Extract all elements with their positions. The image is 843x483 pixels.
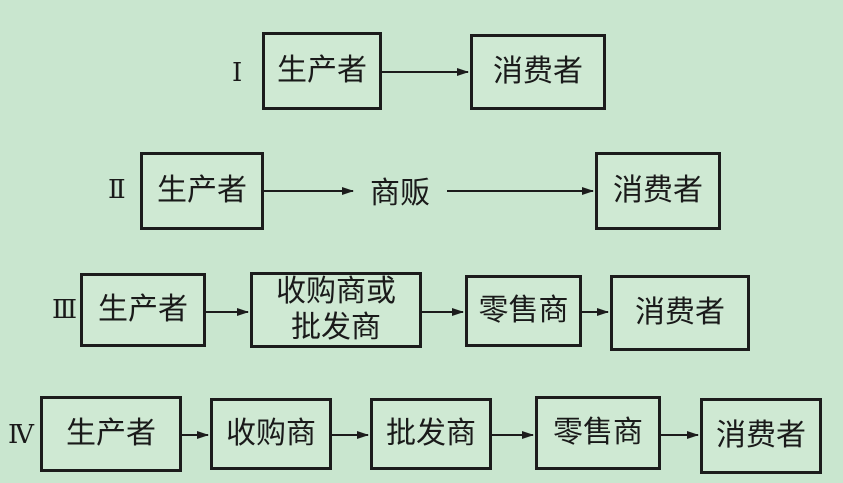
row-4-retailer-box: 零售商 bbox=[535, 396, 661, 470]
row-3-numeral: Ⅲ bbox=[52, 295, 78, 325]
row-3-consumer-box: 消费者 bbox=[610, 275, 750, 351]
row-4-consumer-box: 消费者 bbox=[700, 398, 822, 474]
row-3-node-line-2: 批发商 bbox=[291, 310, 381, 345]
row-2-producer-box: 生产者 bbox=[140, 152, 264, 230]
row-1-producer-box: 生产者 bbox=[262, 32, 382, 110]
row-1-consumer-box: 消费者 bbox=[470, 34, 606, 110]
row-4-producer-box: 生产者 bbox=[40, 396, 182, 472]
row-3-purchaser-wholesaler-box: 收购商或 批发商 bbox=[250, 272, 422, 348]
row-4-wholesaler-box: 批发商 bbox=[370, 398, 492, 470]
row-2-numeral: Ⅱ bbox=[108, 175, 126, 205]
row-1-numeral: Ⅰ bbox=[232, 58, 243, 88]
row-4-purchaser-box: 收购商 bbox=[210, 398, 332, 470]
row-3-producer-box: 生产者 bbox=[80, 273, 206, 347]
row-3-retailer-box: 零售商 bbox=[465, 275, 582, 347]
row-3-node-line-1: 收购商或 bbox=[276, 274, 396, 309]
row-2-peddler-label: 商贩 bbox=[370, 176, 430, 211]
row-4-numeral: Ⅳ bbox=[8, 420, 34, 450]
row-2-consumer-box: 消费者 bbox=[595, 152, 721, 230]
